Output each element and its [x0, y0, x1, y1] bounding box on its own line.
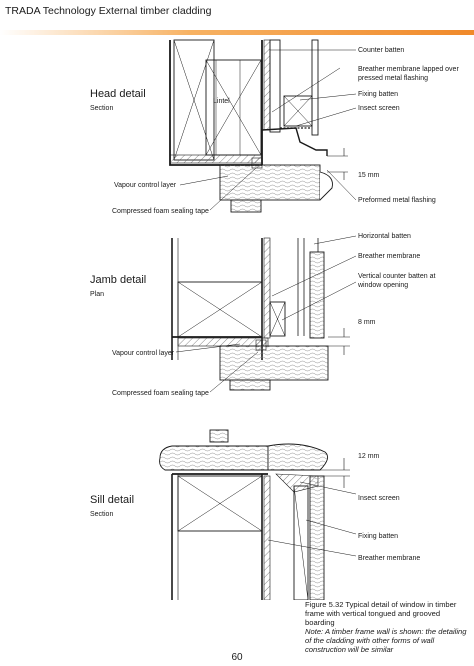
vertical-counter-label-1: Vertical counter batten at	[358, 273, 435, 280]
vertical-counter-label-2: window opening	[357, 282, 408, 289]
horizontal-batten-label: Horizontal batten	[358, 233, 411, 240]
jamb-detail	[171, 235, 357, 393]
sill-fixing-batten-label: Fixing batten	[358, 533, 398, 540]
jamb-breather-label: Breather membrane	[358, 253, 420, 260]
sill-gap-label: 12 mm	[358, 453, 380, 460]
orange-header-rule	[0, 30, 474, 35]
sill-breather-label: Breather membrane	[358, 555, 420, 562]
jamb-detail-subtitle: Plan	[90, 291, 104, 298]
head-detail-subtitle: Section	[90, 105, 113, 112]
lintel-label: Lintel	[213, 98, 230, 105]
sill-detail-title: Sill detail	[90, 494, 134, 506]
counter-batten-label: Counter batten	[358, 47, 404, 54]
head-cladding	[311, 39, 319, 136]
page-header-title: TRADA Technology External timber claddin…	[5, 5, 212, 17]
window-detail-drawing: Head detail Section Lintel Counter batte…	[90, 39, 459, 600]
jamb-vapour-label: Vapour control layer	[112, 350, 175, 357]
breather-lapped-label-1: Breather membrane lapped over	[358, 66, 459, 73]
head-gap-label: 15 mm	[358, 172, 380, 179]
sill-detail-subtitle: Section	[90, 511, 113, 518]
window-frame-jamb	[219, 345, 329, 381]
sill-detail	[159, 429, 357, 600]
head-vapour-label: Vapour control layer	[114, 182, 177, 189]
counter-batten	[269, 39, 281, 133]
head-detail-title: Head detail	[90, 88, 146, 100]
figure-caption-line-1: Figure 5.32 Typical detail of window in …	[305, 600, 457, 618]
figure-note-line-1: Note: A timber frame wall is shown: the …	[305, 627, 467, 645]
page-number: 60	[231, 652, 243, 663]
preformed-flashing	[261, 127, 328, 156]
figure-caption-line-2: boarding	[305, 618, 335, 627]
jamb-foam-label: Compressed foam sealing tape	[112, 390, 209, 397]
window-frame-head	[219, 164, 321, 201]
jamb-foam-tape	[255, 339, 267, 351]
sill-fixing-batten	[293, 485, 309, 600]
flashing-label: Preformed metal flashing	[358, 197, 436, 204]
jamb-detail-title: Jamb detail	[90, 274, 146, 286]
sill-cladding	[309, 475, 325, 600]
head-detail	[169, 39, 357, 213]
window-sill-board	[159, 445, 269, 471]
head-foam-label: Compressed foam sealing tape	[112, 208, 209, 215]
vertical-counter-batten	[269, 301, 286, 337]
jamb-cladding	[309, 251, 325, 339]
breather-lapped-label-2: pressed metal flashing	[358, 75, 428, 82]
figure-note-line-2: construction will be similar	[305, 645, 394, 654]
head-foam-tape	[251, 157, 263, 169]
jamb-gap-label: 8 mm	[358, 319, 376, 326]
head-insect-screen-label: Insect screen	[358, 105, 400, 112]
head-fixing-batten-label: Fixing batten	[358, 91, 398, 98]
sill-nosing	[267, 443, 329, 471]
sill-insect-screen-label: Insect screen	[358, 495, 400, 502]
